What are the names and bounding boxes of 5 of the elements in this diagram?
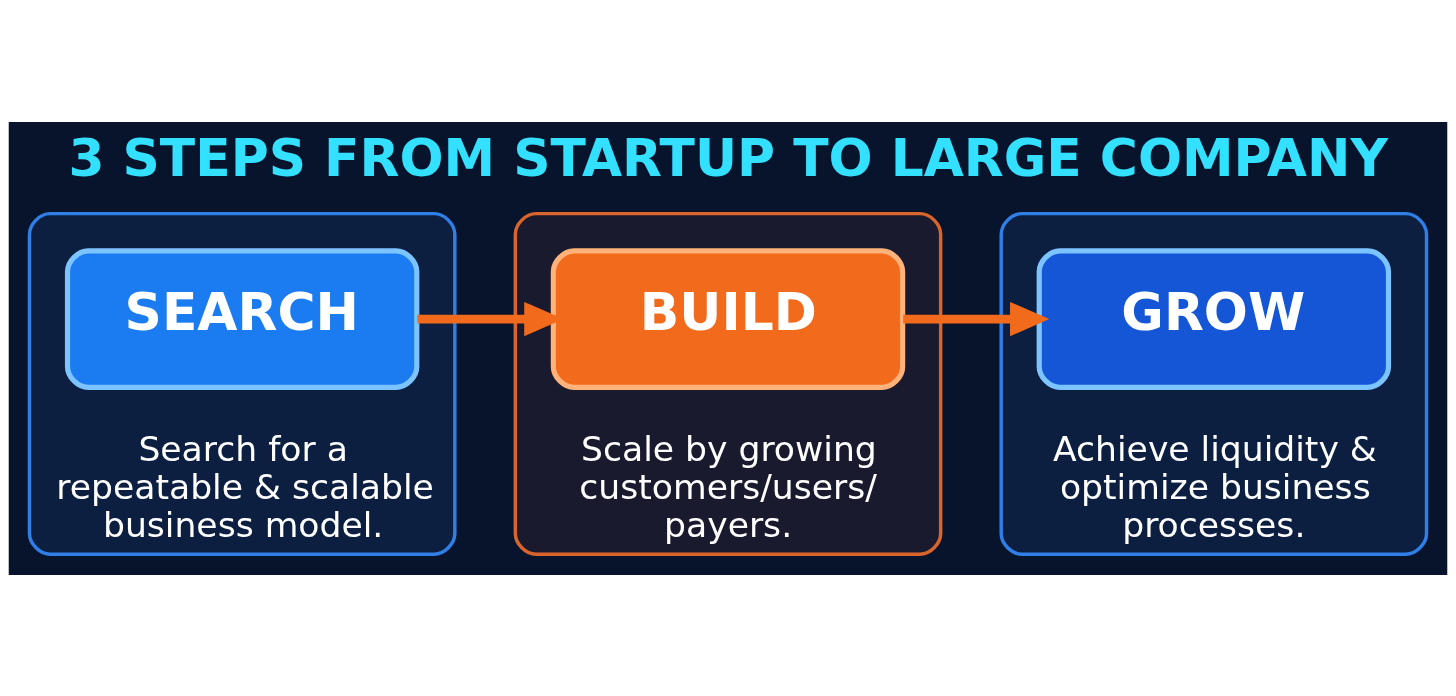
node-box: BUILD (550, 247, 906, 390)
node-box: GROW (1036, 247, 1392, 390)
node-box: SEARCH (64, 247, 420, 390)
arrow (903, 301, 1050, 336)
diagram-title: 3 STEPS FROM STARTUP TO LARGE COMPANY (68, 127, 1388, 188)
